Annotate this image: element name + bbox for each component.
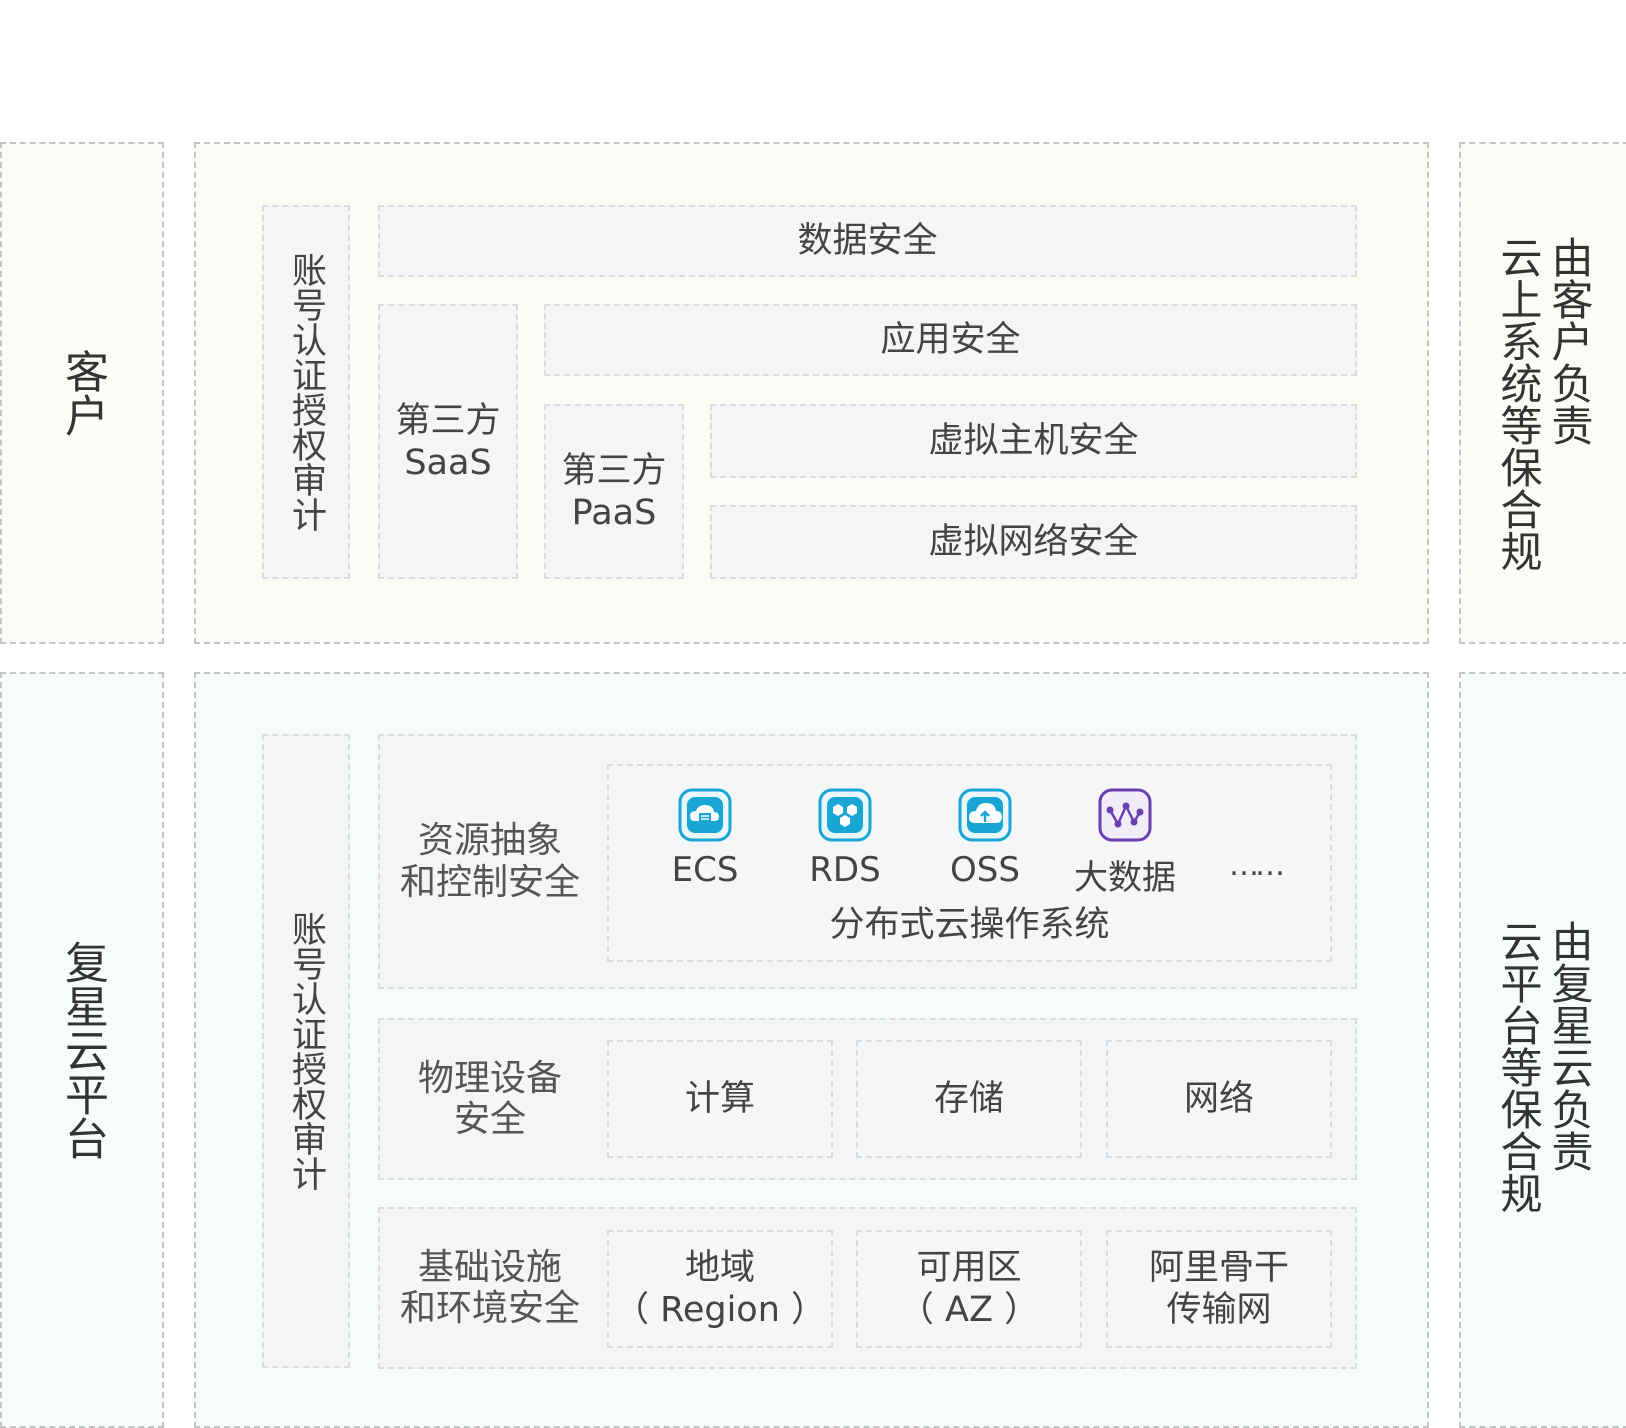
- az-line-1: 可用区: [916, 1248, 1022, 1288]
- compute-block: 计算: [607, 1040, 833, 1158]
- distributed-os-block: ECS RDS OSS 大数据 …… 分布: [607, 764, 1332, 962]
- platform-account-audit-label: 账号认证授权审计: [286, 911, 326, 1191]
- network-label: 网络: [1183, 1079, 1254, 1119]
- service-bigdata: 大数据: [1065, 788, 1185, 899]
- ecs-cloud-server-icon: [678, 788, 732, 842]
- platform-side-panel: 复星云平台: [0, 672, 164, 1428]
- saas-line-1: 第三方: [395, 400, 501, 441]
- customer-side-label: 客户: [57, 349, 108, 437]
- region-line-1: 地域: [684, 1248, 755, 1288]
- customer-side-panel: 客户: [0, 142, 164, 644]
- resource-control-label: 资源抽象 和控制安全: [390, 734, 590, 989]
- data-security-block: 数据安全: [378, 205, 1357, 277]
- oss-storage-icon: [958, 788, 1012, 842]
- platform-responsibility-panel: 由复星云负责 云平台等保合规: [1459, 672, 1626, 1428]
- storage-block: 存储: [856, 1040, 1082, 1158]
- backbone-line-2: 传输网: [1166, 1290, 1272, 1330]
- customer-responsibility-line-2: 云上系统等保合规: [1494, 236, 1543, 572]
- network-block: 网络: [1106, 1040, 1332, 1158]
- service-oss-label: OSS: [950, 850, 1020, 890]
- backbone-line-1: 阿里骨干: [1148, 1248, 1289, 1288]
- platform-account-audit: 账号认证授权审计: [262, 734, 350, 1368]
- az-block: 可用区 （ AZ ）: [856, 1230, 1082, 1348]
- customer-account-audit: 账号认证授权审计: [262, 205, 350, 579]
- big-data-icon: [1098, 788, 1152, 842]
- vnet-security-label: 虚拟网络安全: [928, 522, 1139, 562]
- saas-line-2: SaaS: [404, 442, 492, 483]
- resource-line-2: 和控制安全: [399, 861, 580, 903]
- region-line-2: （ Region ）: [613, 1290, 827, 1330]
- infra-line-2: 和环境安全: [399, 1288, 580, 1329]
- platform-side-label: 复星云平台: [57, 940, 108, 1160]
- platform-responsibility-line-2: 云平台等保合规: [1494, 920, 1543, 1214]
- service-ecs-label: ECS: [671, 850, 739, 890]
- customer-responsibility-panel: 由客户负责 云上系统等保合规: [1459, 142, 1626, 644]
- third-party-paas-block: 第三方 PaaS: [544, 404, 684, 579]
- services-more: ……: [1229, 848, 1285, 883]
- customer-responsibility-line-1: 由客户负责: [1545, 236, 1595, 446]
- service-ecs: ECS: [645, 788, 765, 890]
- physical-line-2: 安全: [453, 1099, 526, 1140]
- data-security-label: 数据安全: [797, 221, 938, 261]
- customer-account-audit-label: 账号认证授权审计: [286, 252, 326, 532]
- az-line-2: （ AZ ）: [898, 1290, 1040, 1330]
- resource-line-1: 资源抽象: [417, 820, 562, 862]
- service-bigdata-label: 大数据: [1074, 858, 1176, 898]
- vnet-security-block: 虚拟网络安全: [710, 505, 1357, 579]
- paas-line-2: PaaS: [571, 492, 657, 533]
- third-party-saas-block: 第三方 SaaS: [378, 304, 518, 579]
- storage-label: 存储: [933, 1079, 1004, 1119]
- physical-line-1: 物理设备: [417, 1057, 562, 1099]
- service-rds-label: RDS: [809, 850, 881, 890]
- vm-security-label: 虚拟主机安全: [928, 421, 1139, 461]
- app-security-label: 应用安全: [880, 320, 1021, 360]
- vm-security-block: 虚拟主机安全: [710, 404, 1357, 478]
- backbone-block: 阿里骨干 传输网: [1106, 1230, 1332, 1348]
- service-rds: RDS: [785, 788, 905, 890]
- infra-security-label: 基础设施 和环境安全: [390, 1207, 590, 1369]
- compute-label: 计算: [684, 1079, 755, 1119]
- infra-line-1: 基础设施: [417, 1246, 562, 1288]
- service-oss: OSS: [925, 788, 1045, 890]
- app-security-block: 应用安全: [544, 304, 1357, 376]
- distributed-os-label: 分布式云操作系统: [829, 905, 1110, 945]
- paas-line-1: 第三方: [561, 450, 667, 491]
- platform-responsibility-line-1: 由复星云负责: [1545, 920, 1595, 1172]
- region-block: 地域 （ Region ）: [607, 1230, 833, 1348]
- rds-database-icon: [818, 788, 872, 842]
- physical-security-label: 物理设备 安全: [390, 1018, 590, 1180]
